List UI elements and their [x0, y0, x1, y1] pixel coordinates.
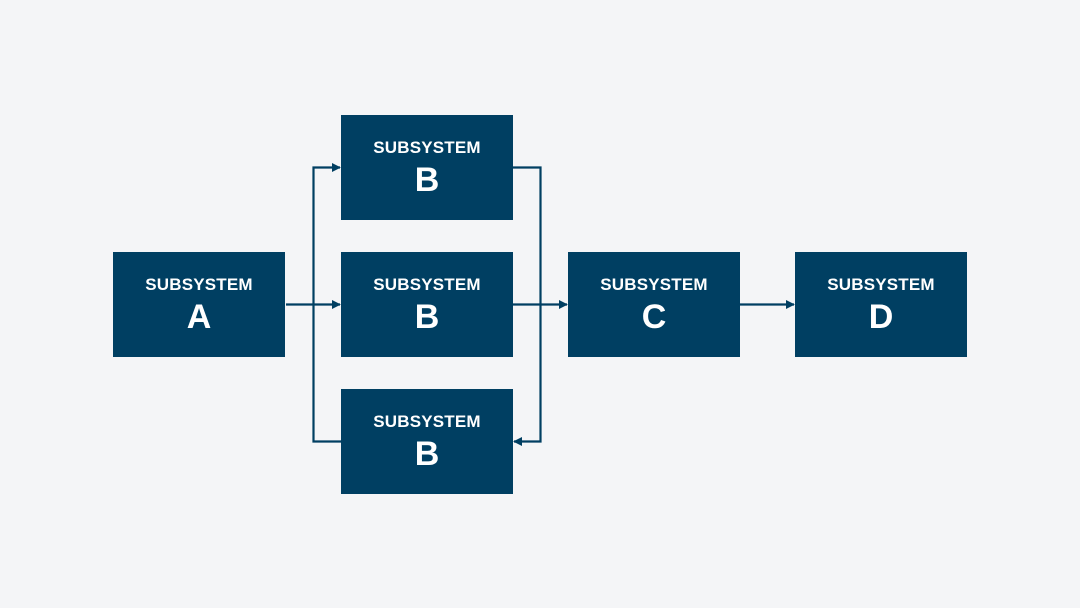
subsystem-b-bottom-box: SUBSYSTEM B — [341, 389, 513, 494]
subsystem-c-letter: C — [641, 298, 667, 336]
subsystem-a-kind-label: SUBSYSTEM — [145, 275, 253, 294]
connector-b-top-to-b-bottom — [513, 304, 542, 446]
subsystem-c-kind-label: SUBSYSTEM — [600, 275, 708, 294]
subsystem-c-box: SUBSYSTEM C — [568, 252, 740, 357]
subsystem-b-top-box: SUBSYSTEM B — [341, 115, 513, 220]
subsystem-b-top-letter: B — [414, 161, 440, 199]
subsystem-b-middle-kind-label: SUBSYSTEM — [373, 275, 481, 294]
connector-b-top-to-c — [513, 166, 542, 305]
subsystem-a-box: SUBSYSTEM A — [113, 252, 285, 357]
subsystem-b-bottom-letter: B — [414, 435, 440, 473]
subsystem-b-bottom-kind-label: SUBSYSTEM — [373, 412, 481, 431]
subsystem-d-letter: D — [868, 298, 894, 336]
subsystem-b-middle-letter: B — [414, 298, 440, 336]
subsystem-a-letter: A — [186, 298, 212, 336]
connector-b-bottom-to-b-top — [312, 304, 341, 443]
connector-a-to-b-top — [312, 163, 341, 305]
subsystem-b-middle-box: SUBSYSTEM B — [341, 252, 513, 357]
subsystem-b-top-kind-label: SUBSYSTEM — [373, 138, 481, 157]
subsystem-d-kind-label: SUBSYSTEM — [827, 275, 935, 294]
subsystem-d-box: SUBSYSTEM D — [795, 252, 967, 357]
